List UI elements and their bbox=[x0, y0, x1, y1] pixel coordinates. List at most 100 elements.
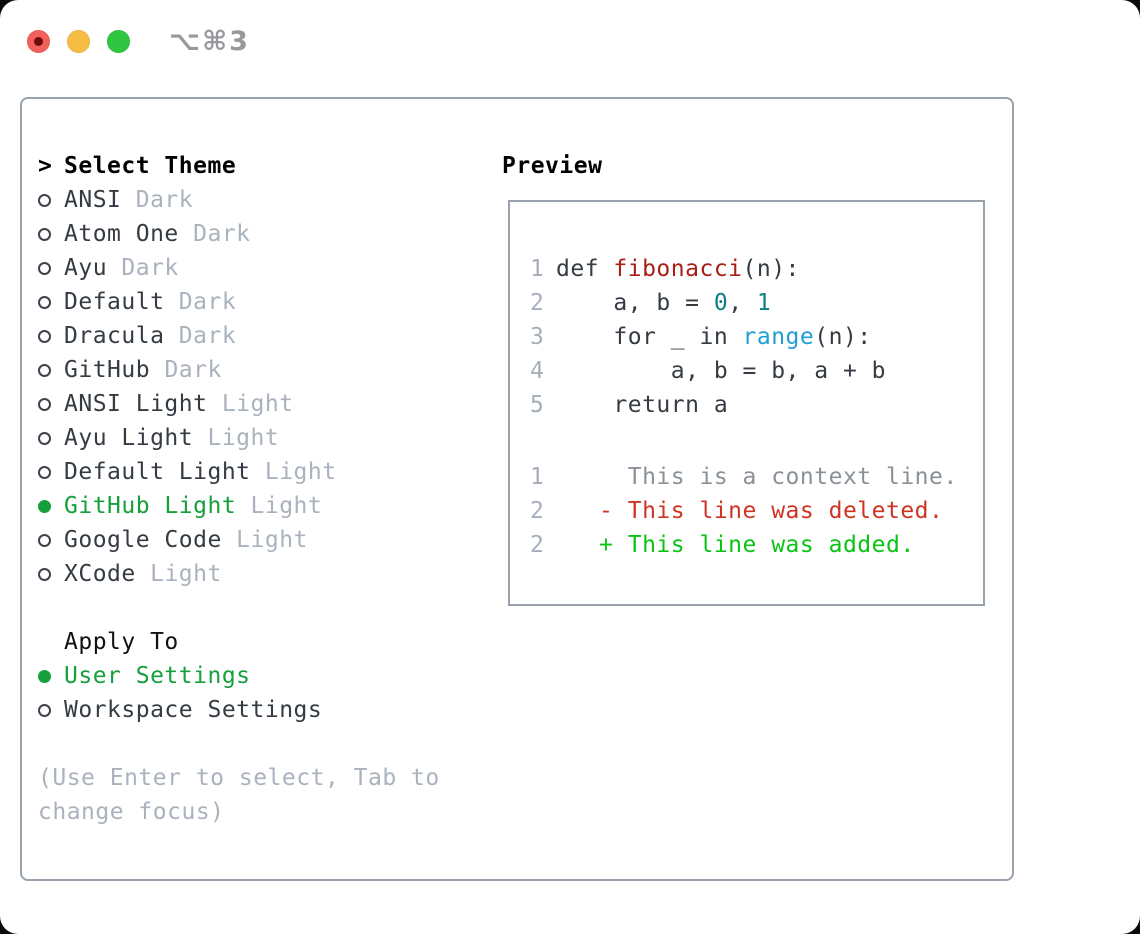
hint-line-2: change focus) bbox=[38, 799, 225, 825]
preview-line: 2 + This line was added. bbox=[530, 528, 983, 562]
maximize-button[interactable] bbox=[107, 30, 130, 53]
bullet-column bbox=[38, 363, 64, 377]
window-shortcut-label: ⌥⌘3 bbox=[169, 26, 250, 57]
prompt-caret-icon: > bbox=[38, 153, 53, 179]
code-token: fibonacci bbox=[613, 256, 743, 282]
option-label: Default bbox=[64, 289, 165, 315]
option-label: Ayu bbox=[64, 255, 108, 281]
line-number: 4 bbox=[530, 358, 545, 384]
option-variant-label: Dark bbox=[107, 255, 179, 281]
preview-line: 5 return a bbox=[530, 388, 983, 422]
apply-option[interactable]: Workspace Settings bbox=[38, 693, 440, 727]
close-button[interactable] bbox=[27, 30, 50, 53]
radio-selected-icon bbox=[38, 669, 51, 683]
option-label: GitHub Light bbox=[64, 493, 237, 519]
code-token: a, b = bbox=[556, 290, 714, 316]
theme-list: ANSI Dark Atom One Dark Ayu Dark Default… bbox=[38, 183, 440, 591]
radio-icon bbox=[38, 363, 51, 377]
option-variant-label: Dark bbox=[178, 221, 251, 247]
preview-column: Preview bbox=[502, 149, 602, 183]
theme-option[interactable]: ANSI Dark bbox=[38, 183, 440, 217]
option-label: Atom One bbox=[64, 221, 179, 247]
theme-option[interactable]: GitHub Light Light bbox=[38, 489, 440, 523]
radio-icon bbox=[38, 465, 51, 479]
option-label: ANSI Light bbox=[64, 391, 208, 417]
option-label: ANSI bbox=[64, 187, 122, 213]
radio-icon bbox=[38, 397, 51, 411]
bullet-column bbox=[38, 669, 64, 683]
apply-to-title: Apply To bbox=[64, 629, 179, 655]
preview-line: 3 for _ in range(n): bbox=[530, 320, 983, 354]
radio-icon bbox=[38, 261, 51, 275]
option-label: GitHub bbox=[64, 357, 151, 383]
radio-icon bbox=[38, 227, 51, 241]
bullet-column bbox=[38, 567, 64, 581]
theme-option[interactable]: Google Code Light bbox=[38, 523, 440, 557]
line-number: 3 bbox=[530, 324, 545, 350]
option-variant-label: Light bbox=[221, 527, 308, 553]
code-token: 0 bbox=[713, 290, 729, 316]
bullet-column bbox=[38, 397, 64, 411]
theme-option[interactable]: Atom One Dark bbox=[38, 217, 440, 251]
bullet-column bbox=[38, 329, 64, 343]
code-token: - This line was deleted. bbox=[556, 498, 944, 524]
bullet-column bbox=[38, 261, 64, 275]
bullet-column bbox=[38, 465, 64, 479]
option-variant-label: Light bbox=[135, 561, 222, 587]
theme-option[interactable]: GitHub Dark bbox=[38, 353, 440, 387]
code-token: def bbox=[556, 256, 614, 282]
line-number: 2 bbox=[530, 290, 545, 316]
option-label: Google Code bbox=[64, 527, 222, 553]
theme-option[interactable]: ANSI Light Light bbox=[38, 387, 440, 421]
preview-title: Preview bbox=[502, 153, 603, 179]
theme-option[interactable]: XCode Light bbox=[38, 557, 440, 591]
bullet-column bbox=[38, 193, 64, 207]
preview-line: 2 - This line was deleted. bbox=[530, 494, 983, 528]
code-token: range bbox=[742, 324, 815, 350]
option-variant-label: Dark bbox=[164, 323, 237, 349]
option-variant-label: Light bbox=[207, 391, 294, 417]
code-token: + This line was added. bbox=[556, 532, 915, 558]
code-token: for _ in bbox=[556, 324, 743, 350]
code-token: return a bbox=[556, 392, 729, 418]
window-titlebar: ⌥⌘3 bbox=[27, 26, 250, 57]
bullet-column bbox=[38, 703, 64, 717]
theme-option[interactable]: Ayu Dark bbox=[38, 251, 440, 285]
line-number: 2 bbox=[530, 532, 545, 558]
theme-option[interactable]: Ayu Light Light bbox=[38, 421, 440, 455]
option-label: Workspace Settings bbox=[64, 697, 323, 723]
minimize-button[interactable] bbox=[67, 30, 90, 53]
line-number: 1 bbox=[530, 464, 545, 490]
option-variant-label: Dark bbox=[164, 289, 237, 315]
theme-option[interactable]: Default Light Light bbox=[38, 455, 440, 489]
bullet-column bbox=[38, 499, 64, 513]
option-variant-label: Dark bbox=[121, 187, 194, 213]
code-token: This is a context line. bbox=[556, 464, 958, 490]
option-variant-label: Light bbox=[193, 425, 280, 451]
option-variant-label: Light bbox=[236, 493, 323, 519]
apply-option[interactable]: User Settings bbox=[38, 659, 440, 693]
preview-header: Preview bbox=[502, 149, 602, 183]
bullet-column bbox=[38, 295, 64, 309]
theme-selector-panel: > Select Theme ANSI Dark Atom One Dark A… bbox=[20, 97, 1014, 881]
apply-to-section: Apply To User Settings Workspace Setting… bbox=[38, 625, 440, 727]
radio-icon bbox=[38, 533, 51, 547]
theme-option[interactable]: Default Dark bbox=[38, 285, 440, 319]
theme-option[interactable]: Dracula Dark bbox=[38, 319, 440, 353]
select-theme-header: > Select Theme bbox=[38, 149, 440, 183]
code-token: (n): bbox=[814, 324, 872, 350]
code-token: 1 bbox=[756, 290, 772, 316]
option-variant-label: Light bbox=[250, 459, 337, 485]
code-token: , bbox=[728, 290, 757, 316]
option-label: User Settings bbox=[64, 663, 251, 689]
option-variant-label: Dark bbox=[150, 357, 222, 383]
apply-to-list: User Settings Workspace Settings bbox=[38, 659, 440, 727]
close-dot-icon bbox=[34, 37, 43, 46]
radio-icon bbox=[38, 431, 51, 445]
code-token: (n): bbox=[742, 256, 800, 282]
option-label: Default Light bbox=[64, 459, 251, 485]
